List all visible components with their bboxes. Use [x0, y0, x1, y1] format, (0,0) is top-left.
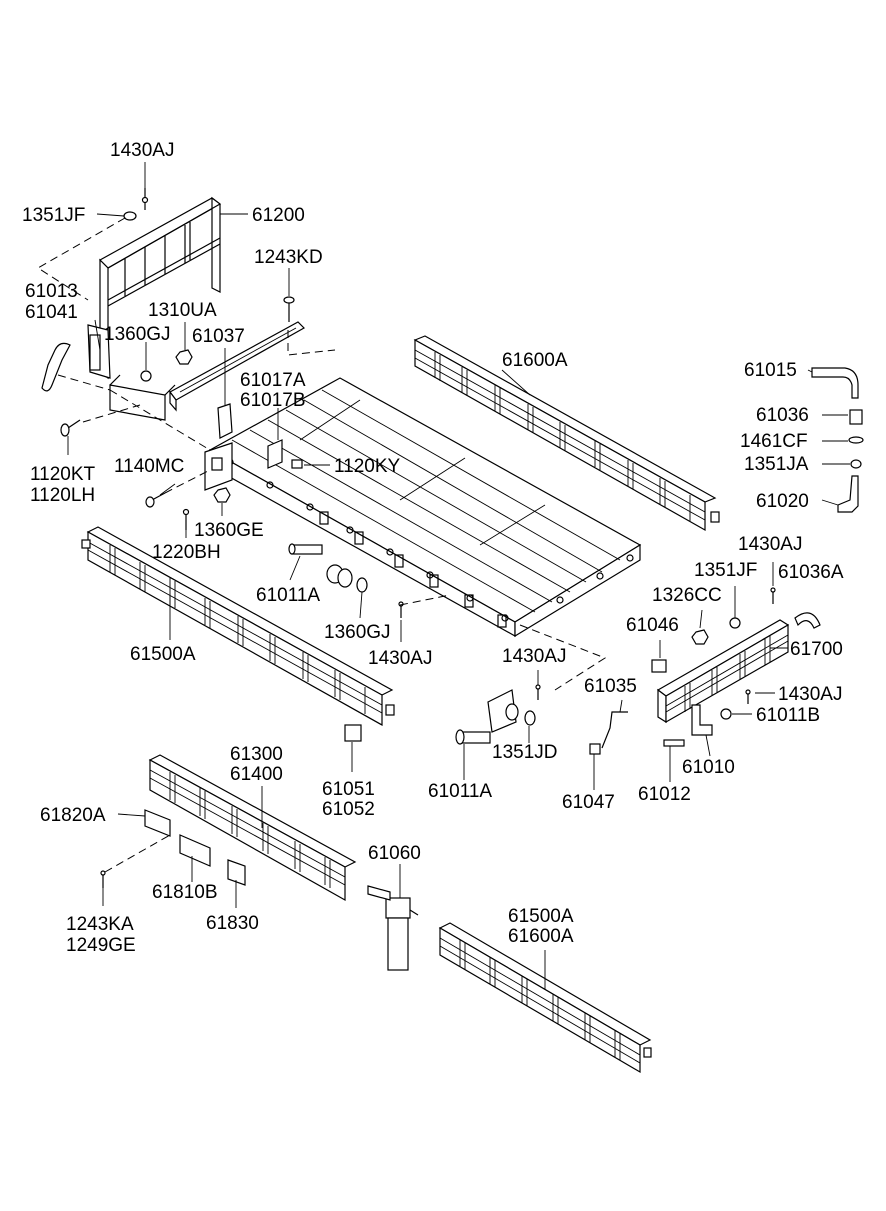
label-61810B: 61810B	[152, 882, 218, 903]
label-1220BH: 1220BH	[152, 542, 221, 563]
label-61820A: 61820A	[40, 805, 106, 826]
label-1120KY: 1120KY	[334, 456, 401, 477]
label-61500A-left: 61500A	[130, 644, 196, 665]
label-61011B: 61011B	[756, 705, 820, 726]
label-61011A-mid: 61011A	[256, 585, 320, 606]
label-1249GE: 1249GE	[66, 935, 136, 956]
label-1120KT: 1120KT	[30, 464, 96, 485]
label-1430AJ-mid: 1430AJ	[368, 648, 432, 669]
label-61037: 61037	[192, 326, 245, 347]
label-61036: 61036	[756, 405, 809, 426]
side-gate-61600a	[413, 335, 720, 532]
label-61041: 61041	[25, 302, 78, 323]
label-1360GJ-top: 1360GJ	[104, 324, 171, 345]
label-61047: 61047	[562, 792, 615, 813]
small-parts	[60, 188, 864, 971]
label-1430AJ-top: 1430AJ	[110, 140, 174, 161]
label-1430AJ-rb: 1430AJ	[778, 684, 842, 705]
label-61013: 61013	[25, 281, 78, 302]
label-1430AJ-right: 1430AJ	[738, 534, 802, 555]
dashed-connectors	[37, 217, 607, 873]
bracket-61017	[267, 439, 283, 469]
label-61020: 61020	[756, 491, 809, 512]
bracket-61013	[41, 342, 71, 392]
leader-lines	[67, 162, 850, 990]
label-61035: 61035	[584, 676, 637, 697]
deck-platform	[204, 377, 642, 638]
label-1310UA: 1310UA	[148, 300, 217, 321]
label-61060: 61060	[368, 843, 421, 864]
label-61500A-bottom: 61500A	[508, 906, 574, 927]
label-1140MC: 1140MC	[114, 456, 184, 477]
label-61052: 61052	[322, 799, 375, 820]
label-61015: 61015	[744, 360, 797, 381]
headboard-61200	[87, 196, 222, 421]
label-61017A: 61017A	[240, 370, 306, 391]
label-61017B: 61017B	[240, 390, 306, 411]
label-61700: 61700	[790, 639, 843, 660]
side-gate-61500a-left	[81, 526, 395, 727]
label-1120LH: 1120LH	[30, 485, 95, 506]
label-1351JA: 1351JA	[744, 454, 809, 475]
label-61600A: 61600A	[502, 350, 568, 371]
tail-gate-61700	[656, 619, 790, 724]
gate-61300	[148, 754, 357, 902]
part-labels: 1430AJ 1351JF 61200 1243KD 61013 61041 1…	[22, 140, 844, 956]
rail-61037	[169, 321, 305, 412]
label-1430AJ-hinge: 1430AJ	[502, 646, 566, 667]
label-1243KA: 1243KA	[66, 914, 134, 935]
label-1351JF-top: 1351JF	[22, 205, 85, 226]
label-1461CF: 1461CF	[740, 431, 808, 452]
label-61012: 61012	[638, 784, 691, 805]
label-61830: 61830	[206, 913, 259, 934]
label-1360GJ-mid: 1360GJ	[324, 622, 391, 643]
label-61011A-low: 61011A	[428, 781, 492, 802]
label-1351JD: 1351JD	[492, 742, 558, 763]
label-61200: 61200	[252, 205, 305, 226]
label-1243KD: 1243KD	[254, 247, 323, 268]
label-1351JF-right: 1351JF	[694, 560, 757, 581]
label-1360GE: 1360GE	[194, 520, 264, 541]
label-61010: 61010	[682, 757, 735, 778]
label-61400: 61400	[230, 764, 283, 785]
label-61300: 61300	[230, 744, 283, 765]
label-61046: 61046	[626, 615, 679, 636]
label-61600A-bottom: 61600A	[508, 926, 574, 947]
label-61051: 61051	[322, 779, 375, 800]
label-1326CC: 1326CC	[652, 585, 722, 606]
label-61036A: 61036A	[778, 562, 844, 583]
